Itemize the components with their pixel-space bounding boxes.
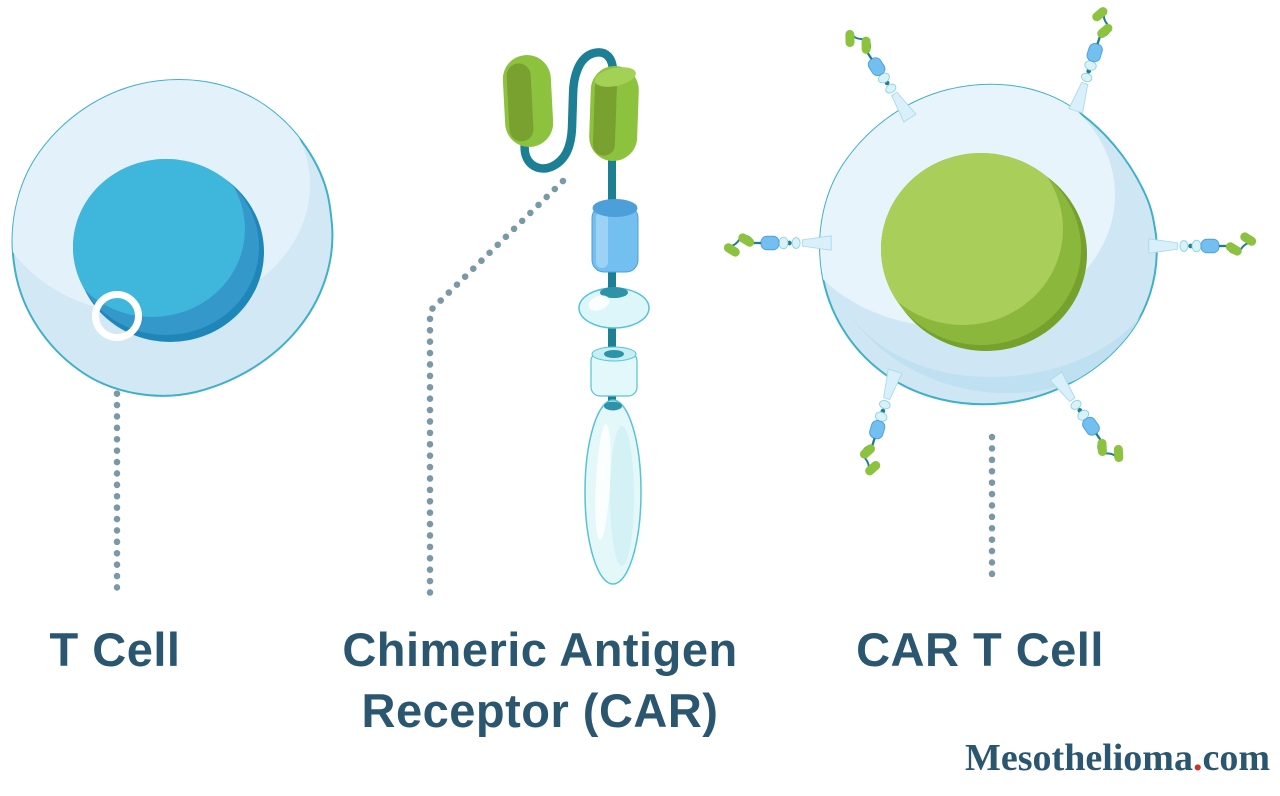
t-cell-illustration — [11, 79, 334, 397]
transmembrane-domain — [591, 199, 639, 273]
antigen-binding-domain-right — [589, 66, 639, 161]
surface-car-bottom-right — [1045, 366, 1133, 474]
car-t-cytoplasm-shadow — [840, 300, 1152, 394]
car-t-nucleus-highlight — [881, 153, 1063, 325]
site-logo-tld: com — [1202, 737, 1270, 779]
signaling-domain-blade — [584, 399, 642, 585]
car-label-line2: Receptor (CAR) — [361, 684, 719, 737]
site-logo-dot: . — [1192, 737, 1203, 779]
costimulatory-domain-bead — [578, 287, 650, 329]
t-cell-nucleus-highlight — [73, 159, 245, 317]
scfv-linker-curve — [520, 48, 618, 173]
car-receptor-label: Chimeric Antigen Receptor (CAR) — [320, 619, 760, 741]
surface-car-top-right — [1060, 1, 1122, 116]
antigen-binding-domain-left — [502, 55, 554, 147]
car-receptor-illustration — [502, 48, 650, 585]
t-cell-label: T Cell — [49, 623, 181, 676]
costimulatory-domain-cylinder — [590, 346, 638, 397]
car-receptor-leader-line — [426, 177, 567, 601]
surface-car-top-left — [836, 19, 921, 128]
car-t-cell-illustration — [721, 1, 1259, 482]
site-logo-name: Mesothelioma — [965, 737, 1193, 779]
surface-car-right — [1147, 229, 1259, 259]
car-label-line1: Chimeric Antigen — [342, 623, 738, 676]
car-t-cell-label: CAR T Cell — [856, 623, 1104, 676]
leader-lines — [113, 177, 996, 601]
site-logo: Mesothelioma.com — [870, 736, 1270, 780]
magnifier-ring — [92, 291, 142, 341]
surface-car-left — [721, 230, 833, 260]
